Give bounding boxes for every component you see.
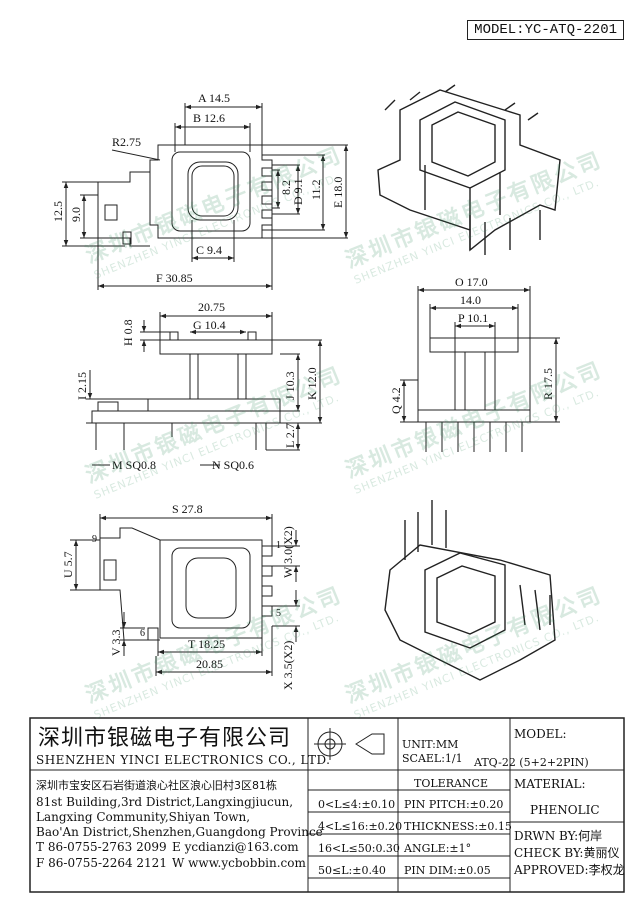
dim-i: I 2.15 xyxy=(75,372,89,400)
dim-90: 9.0 xyxy=(69,207,83,222)
pin-tolerance-row: PIN DIM:±0.05 xyxy=(404,864,491,877)
dim-m: M SQ0.8 xyxy=(112,458,156,472)
dim-r: R2.75 xyxy=(112,135,141,149)
model-label: MODEL: xyxy=(514,727,567,741)
tolerance-row: 16<L≤50:0.30 xyxy=(318,842,400,855)
dim-x: X 3.5(X2) xyxy=(281,641,295,690)
dim-j: J 10.3 xyxy=(283,371,297,400)
model-value: ATQ-22 (5+2+2PIN) xyxy=(474,756,589,769)
fax: F 86-0755-2264 2121 xyxy=(36,856,167,870)
dim-n: N SQ0.6 xyxy=(212,458,254,472)
dim-125: 12.5 xyxy=(51,201,65,222)
dim-e: E 18.0 xyxy=(331,177,345,208)
checked-by: CHECK BY:黄丽仪 xyxy=(514,846,620,860)
dim-l: L 2.7 xyxy=(283,423,297,448)
company-name-cn: 深圳市银磁电子有限公司 xyxy=(38,726,292,751)
dim-c: C 9.4 xyxy=(196,243,222,257)
dim-112: 11.2 xyxy=(309,179,323,200)
dim-82: 8.2 xyxy=(279,180,293,195)
dim-s: S 27.8 xyxy=(172,502,203,516)
material-value: PHENOLIC xyxy=(530,803,600,817)
dim-k: K 12.0 xyxy=(305,367,319,400)
email: E ycdianzi@163.com xyxy=(172,840,299,854)
dim-2085: 20.85 xyxy=(196,657,223,671)
dim-h: H 0.8 xyxy=(121,319,135,346)
pin-label-5: 5 xyxy=(276,608,281,619)
dim-a: A 14.5 xyxy=(198,91,230,105)
dim-p: P 10.1 xyxy=(458,311,488,325)
dim-d: D 9.1 xyxy=(291,178,305,205)
dim-q: Q 4.2 xyxy=(389,387,403,414)
tolerance-row: 50≤L:±0.40 xyxy=(318,864,386,877)
dim-b: B 12.6 xyxy=(193,111,225,125)
tolerance-label: TOLERANCE xyxy=(414,777,488,790)
tolerance-row: 0<L≤4:±0.10 xyxy=(318,798,396,811)
telephone: T 86-0755-2763 2099 xyxy=(36,840,167,854)
dim-r175: R 17.5 xyxy=(541,368,555,400)
dim-2075: 20.75 xyxy=(198,300,225,314)
dim-t: T 18.25 xyxy=(188,637,225,651)
pin-tolerance-row: THICKNESS:±0.15 xyxy=(404,820,512,833)
dim-f: F 30.85 xyxy=(156,271,193,285)
pin-tolerance-row: PIN PITCH:±0.20 xyxy=(404,798,504,811)
pin-label-9: 9 xyxy=(92,534,97,545)
address-en-line-3: Bao'An District,Shenzhen,Guangdong Provi… xyxy=(36,825,323,839)
scale: SCAEL:1/1 xyxy=(402,752,463,765)
isometric-bottom xyxy=(384,500,556,681)
dim-140: 14.0 xyxy=(460,293,481,307)
dim-g: G 10.4 xyxy=(193,318,226,332)
unit: UNIT:MM xyxy=(402,738,459,751)
approved-by: APPROVED:李权龙 xyxy=(514,863,625,877)
title-block-frame xyxy=(29,717,625,893)
drawn-by: DRWN BY:何岸 xyxy=(514,829,603,843)
material-label: MATERIAL: xyxy=(514,777,586,791)
pin-label-6: 6 xyxy=(140,628,145,639)
address-en-line-1: 81st Building,3rd District,Langxingjiucu… xyxy=(36,795,294,809)
dim-u: U 5.7 xyxy=(61,551,75,578)
dim-w: W 3.0(X2) xyxy=(281,526,295,578)
address-en-line-2: Langxing Community,Shiyan Town, xyxy=(36,810,251,824)
tolerance-row: 4<L≤16:±0.20 xyxy=(318,820,403,833)
side-view xyxy=(400,286,560,452)
model-number: MODEL:YC-ATQ-2201 xyxy=(467,20,624,40)
top-view xyxy=(62,103,349,290)
company-name-en: SHENZHEN YINCI ELECTRONICS CO., LTD. xyxy=(36,753,331,767)
pin-label-1: 1 xyxy=(276,540,281,551)
isometric-top xyxy=(377,84,561,255)
front-view xyxy=(86,312,323,466)
pin-tolerance-row: ANGLE:±1° xyxy=(404,842,472,855)
dim-v: V 3.3 xyxy=(109,630,123,656)
website: W www.ycbobbin.com xyxy=(172,856,306,870)
bottom-view xyxy=(70,514,300,676)
dim-o: O 17.0 xyxy=(455,275,488,289)
address-cn: 深圳市宝安区石岩街道浪心社区浪心旧村3区81栋 xyxy=(36,779,277,792)
